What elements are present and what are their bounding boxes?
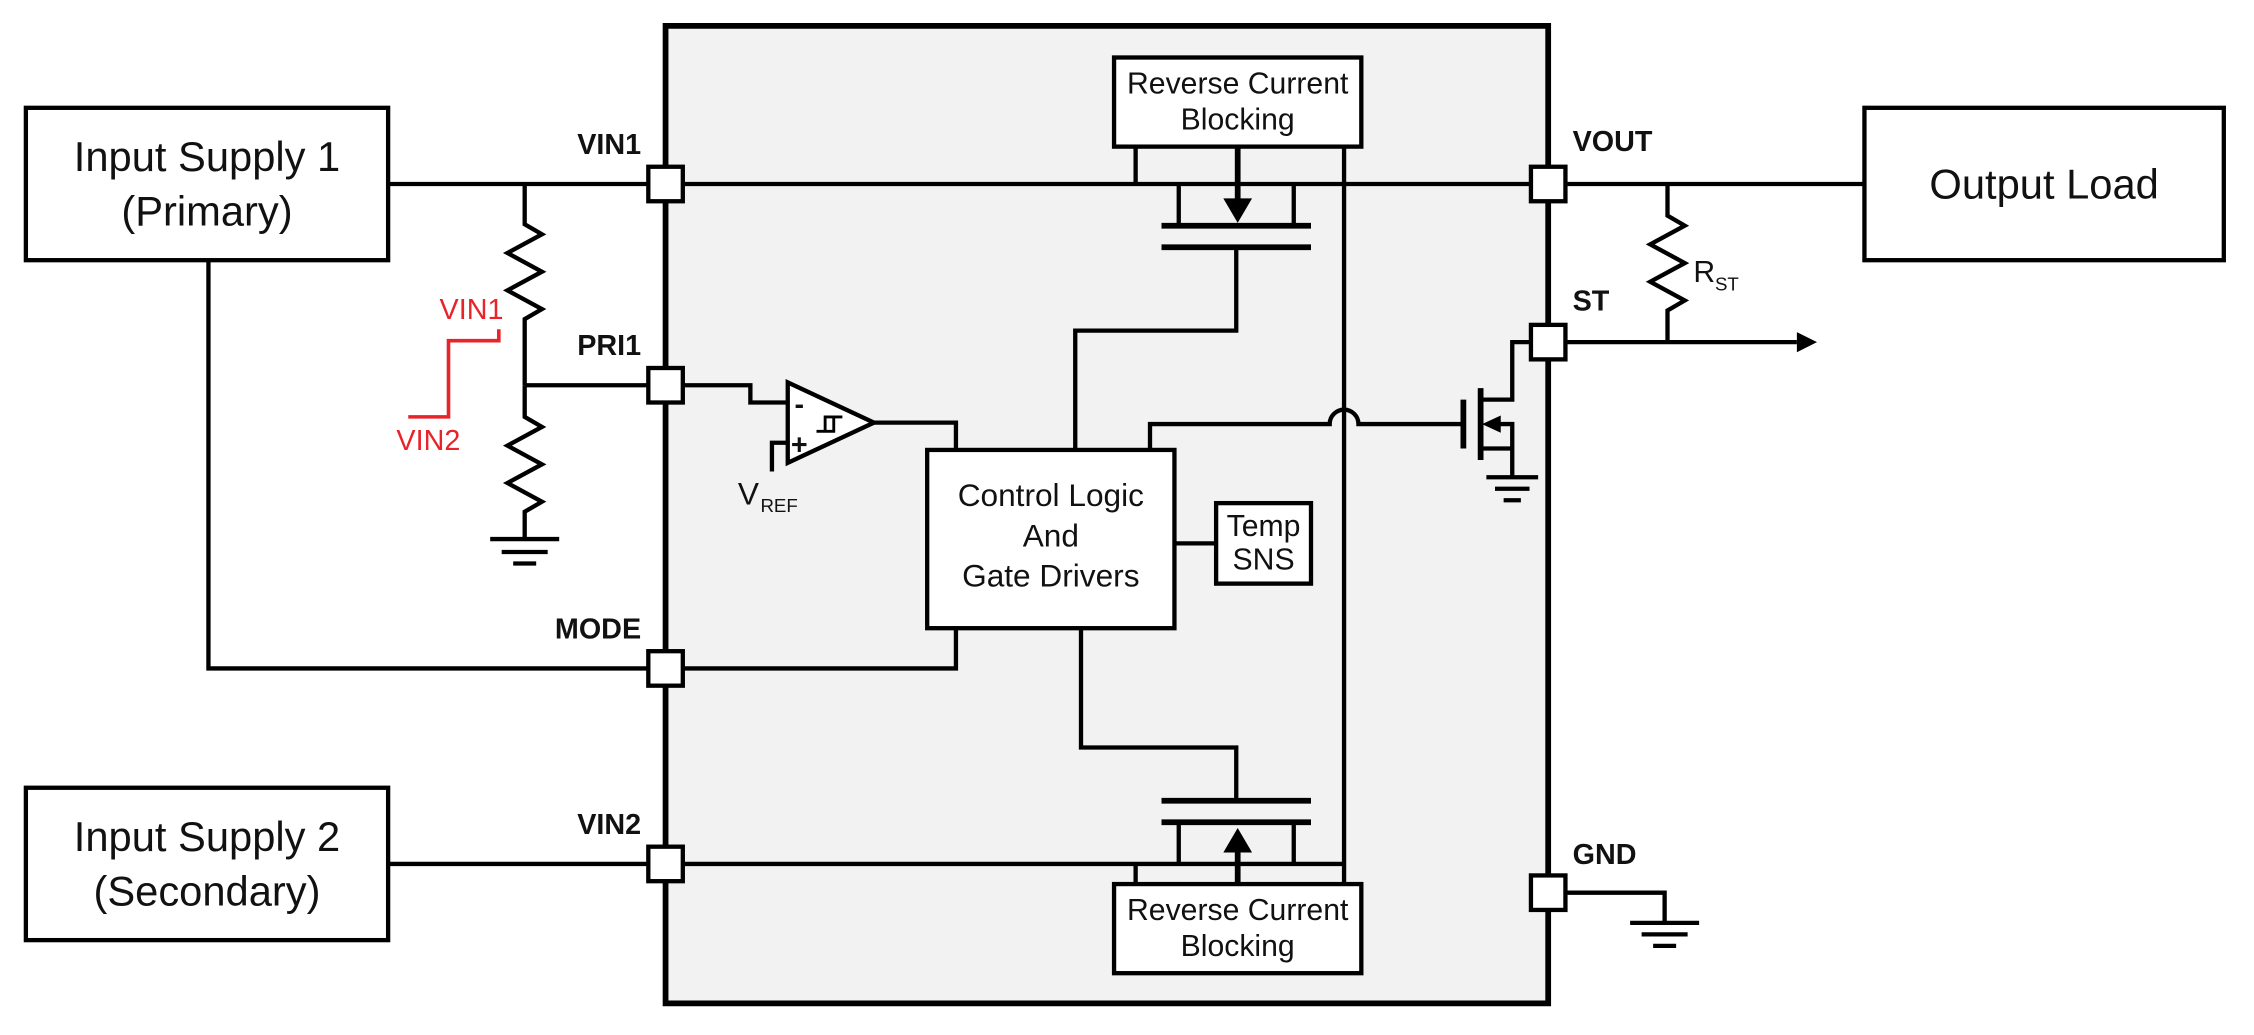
pin-vin2 [646, 844, 685, 884]
mosfet-vin1-stubs [1176, 184, 1296, 226]
rcb-bottom-label-line1: Reverse Current [1127, 894, 1349, 927]
input-supply-1-label-line1: Input Supply 1 [74, 133, 340, 180]
rcb-top-arrow-icon [1223, 146, 1253, 223]
output-load-box [1862, 105, 2226, 263]
vref-label-sub: REF [760, 495, 797, 516]
rcb-bottom-arrow-icon [1223, 828, 1253, 885]
comparator-plus-label: + [791, 429, 808, 461]
divider-resistor-bottom [502, 385, 547, 540]
control-logic-box [925, 447, 1177, 631]
ground-symbol-st-fet [1486, 475, 1539, 503]
pin-label-vout: VOUT [1573, 126, 1653, 158]
input-supply-1: Input Supply 1 (Primary) [23, 105, 391, 263]
comparator-minus-label: - [794, 389, 804, 421]
rcb-top-label-line2: Blocking [1181, 103, 1295, 136]
rcb-top-legs [1133, 146, 1347, 184]
mosfet-st [1460, 339, 1531, 478]
pin-pri1 [646, 365, 685, 405]
temp-sns-label-line1: Temp [1227, 510, 1301, 543]
pin-gnd [1528, 873, 1568, 913]
mosfet-vin1 [1161, 184, 1311, 251]
mosfet-st-source [1480, 421, 1515, 478]
output-load-label: Output Load [1929, 160, 2158, 207]
pin-mode [646, 649, 685, 688]
rcb-top-arrow-head [1223, 198, 1253, 223]
annotation-vin1-label: VIN1 [440, 294, 504, 326]
output-load: Output Load [1862, 105, 2226, 263]
comparator: - + [785, 378, 880, 467]
pin-label-mode: MODE [555, 613, 641, 645]
pin-vout [1528, 164, 1568, 204]
rcb-top-box [1111, 55, 1364, 149]
control-logic: Control Logic And Gate Drivers [925, 447, 1177, 631]
mosfet-vin2-stubs [1176, 822, 1296, 864]
step-waveform-icon [408, 329, 501, 419]
control-logic-label-line1: Control Logic [958, 477, 1144, 513]
rcb-top-label-line1: Reverse Current [1127, 67, 1349, 100]
mode-supply-wire [206, 260, 649, 671]
pin-label-vin2: VIN2 [577, 809, 641, 841]
input-supply-2: Input Supply 2 (Secondary) [23, 785, 391, 943]
pin-label-vin1: VIN1 [577, 129, 641, 161]
rst-resistor [1645, 184, 1690, 343]
input-supply-2-label-line2: (Secondary) [94, 868, 321, 915]
rst-label: R ST [1693, 256, 1738, 295]
pin-vin1 [646, 164, 685, 204]
st-gate-drive-wire [1147, 407, 1464, 450]
mode-internal-wire [682, 628, 959, 671]
top-gate-drive-wire [1073, 247, 1239, 450]
mosfet-st-drain [1480, 339, 1531, 402]
rst-label-sub: ST [1715, 273, 1739, 294]
vref-wire [769, 440, 788, 472]
comparator-output-wire [871, 420, 959, 450]
gnd-wire [1565, 890, 1667, 923]
temp-sns: Temp SNS [1213, 500, 1314, 586]
reverse-current-blocking-top: Reverse Current Blocking [1111, 55, 1364, 149]
temp-sns-label-line2: SNS [1233, 543, 1295, 576]
vin-threshold-annotation: VIN1 VIN2 [396, 294, 503, 457]
input-supply-1-label-line2: (Primary) [121, 188, 292, 235]
mosfet-st-body-arrow-icon [1482, 415, 1501, 433]
pin-label-gnd: GND [1573, 839, 1637, 871]
rcb-bottom-arrow-head [1223, 828, 1253, 853]
st-arrowhead-icon [1796, 332, 1817, 353]
hysteresis-icon [816, 415, 843, 433]
vref-label-main: V [738, 476, 759, 512]
rcb-bottom-box [1111, 881, 1364, 976]
comparator-triangle [785, 378, 880, 467]
vref-label: V REF [738, 476, 798, 516]
input-supply-2-label-line1: Input Supply 2 [74, 813, 340, 860]
input-supply-2-box [23, 785, 391, 943]
mosfet-vin2 [1161, 797, 1311, 864]
control-logic-label-line3: Gate Drivers [962, 558, 1139, 594]
rcb-bottom-legs [1133, 863, 1347, 885]
pin-label-st: ST [1573, 286, 1610, 318]
temp-sns-box [1213, 500, 1314, 586]
divider-resistor-top [502, 184, 547, 386]
ground-symbol-gnd-pin [1630, 920, 1700, 949]
pin-st [1528, 322, 1568, 362]
ground-symbol-divider [490, 536, 560, 566]
input-supply-1-box [23, 105, 391, 263]
rst-label-main: R [1693, 256, 1715, 289]
rcb-bottom-label-line2: Blocking [1181, 930, 1295, 963]
pin-label-pri1: PRI1 [577, 330, 641, 362]
control-logic-label-line2: And [1023, 517, 1079, 553]
bottom-gate-drive-wire [1078, 628, 1239, 801]
annotation-vin2-label: VIN2 [396, 425, 460, 457]
comparator-input-wire [682, 383, 788, 405]
reverse-current-blocking-bottom: Reverse Current Blocking [1111, 881, 1364, 976]
